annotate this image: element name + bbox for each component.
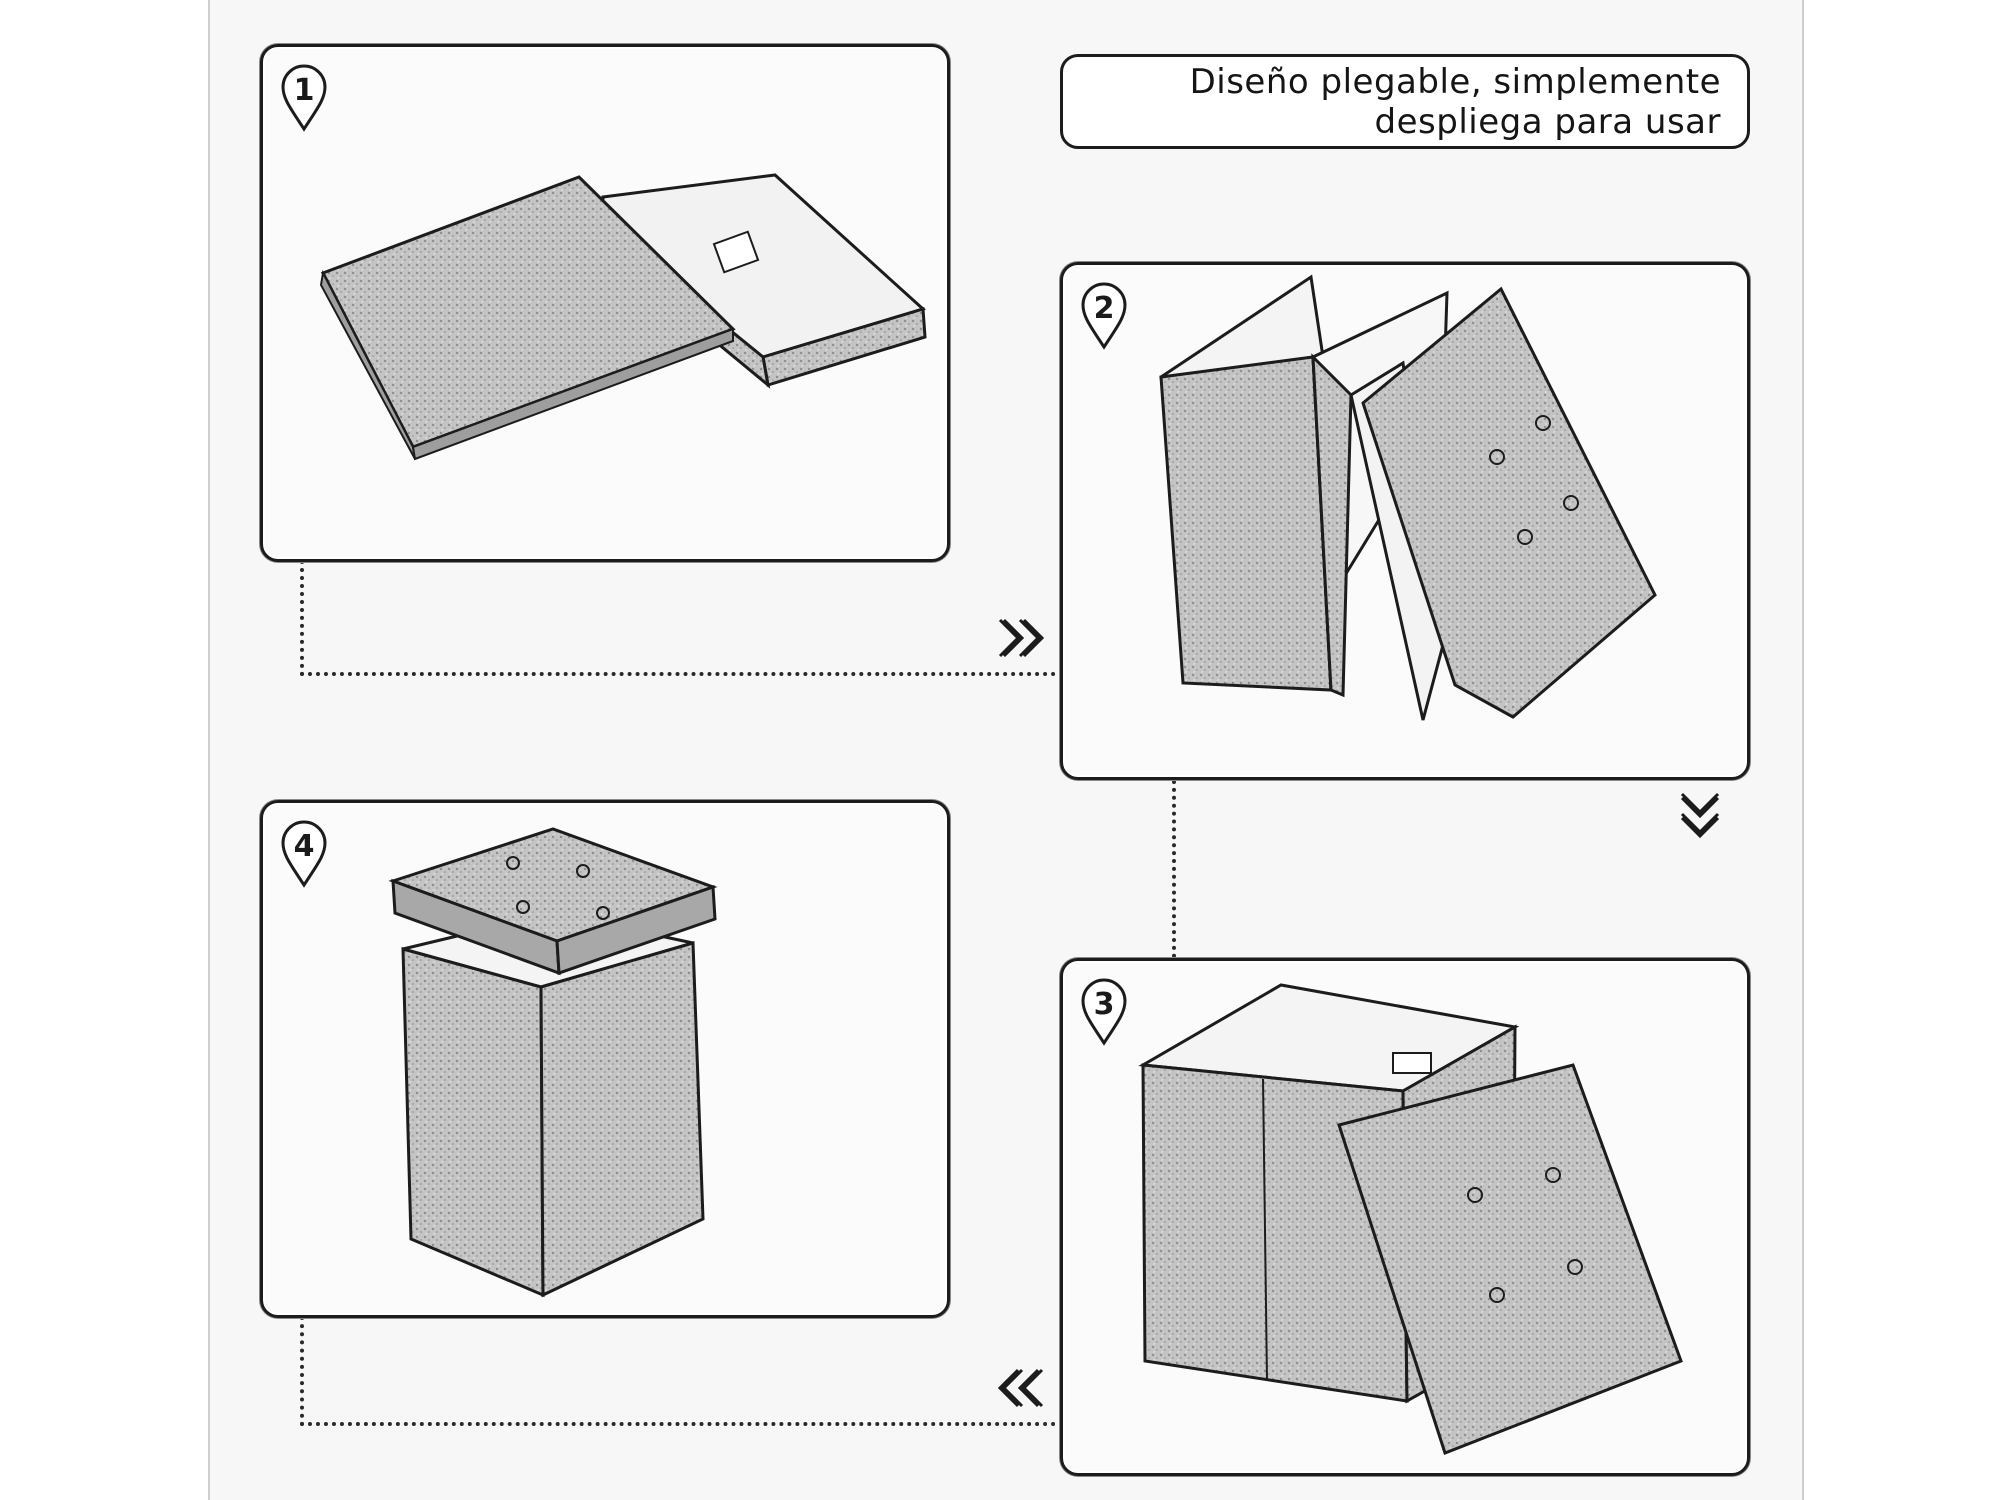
caption-line-1: Diseño plegable, simplemente	[1189, 61, 1721, 102]
step-1-panel: 1	[260, 44, 950, 562]
step-4-panel: 4	[260, 800, 950, 1318]
caption-line-2: despliega para usar	[1374, 101, 1721, 142]
double-chevron-down-icon	[1678, 790, 1722, 844]
unfolding-ottoman-illustration	[1159, 274, 1657, 721]
map-pin-icon	[1081, 282, 1127, 350]
step-2-panel: 2	[1060, 262, 1750, 780]
step-3-number: 3	[1093, 987, 1115, 1022]
connector-3-4	[300, 1316, 1064, 1426]
step-2-number: 2	[1093, 291, 1115, 326]
instruction-sheet: Diseño plegable, simplemente despliega p…	[208, 0, 1804, 1500]
connector-1-2	[300, 560, 1064, 676]
caption-box: Diseño plegable, simplemente despliega p…	[1060, 54, 1750, 149]
step-4-marker: 4	[279, 819, 329, 889]
double-chevron-left-icon	[994, 1366, 1046, 1410]
step-2-marker: 2	[1079, 281, 1129, 351]
step-1-marker: 1	[279, 63, 329, 133]
step-4-number: 4	[293, 829, 315, 864]
map-pin-icon	[281, 64, 327, 132]
assembled-box-illustration	[1138, 983, 1683, 1455]
step-3-panel: 3	[1060, 958, 1750, 1476]
map-pin-icon	[1081, 978, 1127, 1046]
finished-ottoman-illustration	[388, 827, 718, 1298]
connector-2-3	[1172, 780, 1176, 958]
map-pin-icon	[281, 820, 327, 888]
step-1-number: 1	[293, 73, 315, 108]
folded-ottoman-illustration	[319, 173, 927, 461]
step-3-marker: 3	[1079, 977, 1129, 1047]
double-chevron-right-icon	[996, 616, 1048, 660]
